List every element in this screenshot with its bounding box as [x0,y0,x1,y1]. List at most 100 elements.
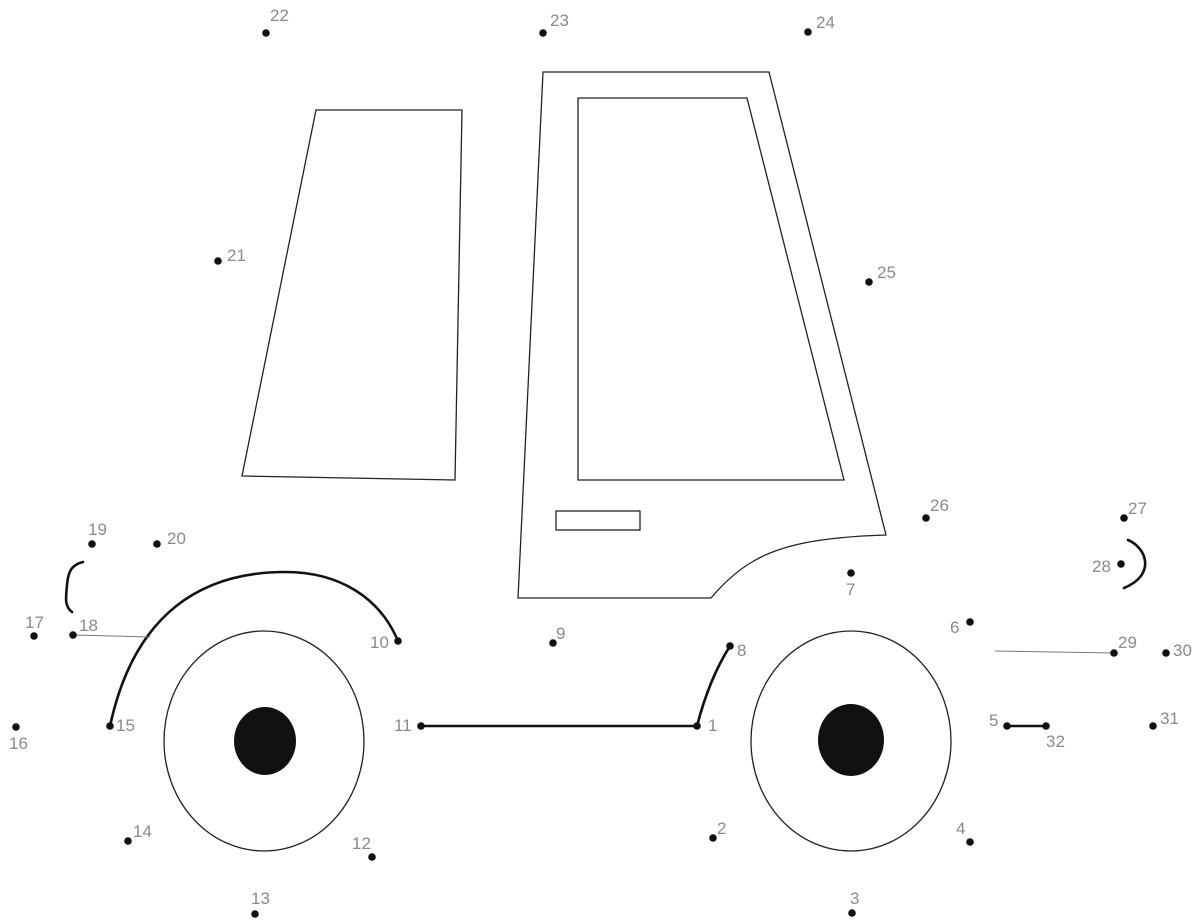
rear-window [241,109,463,481]
dot-number-label: 18 [79,616,98,635]
dot-3[interactable]: 3 [848,889,859,917]
dot-19[interactable]: 19 [88,520,107,548]
dot-number-label: 10 [370,633,389,652]
dot-30[interactable]: 30 [1162,641,1192,660]
dot-number-label: 9 [556,624,565,643]
dot-25[interactable]: 25 [865,263,896,286]
dot-marker[interactable] [30,632,38,640]
dot-number-label: 20 [167,529,186,548]
dot-number-label: 24 [816,13,835,32]
dot-number-label: 30 [1173,641,1192,660]
dot-10[interactable]: 10 [370,633,402,652]
dot-28[interactable]: 28 [1092,557,1125,576]
dot-26[interactable]: 26 [922,496,949,522]
dot-20[interactable]: 20 [153,529,186,548]
headlight-arc [1122,538,1147,590]
dot-5[interactable]: 5 [989,711,1011,730]
dot-number-label: 26 [930,496,949,515]
dot-24[interactable]: 24 [804,13,835,36]
dot-marker[interactable] [417,722,425,730]
dot-marker[interactable] [1117,560,1125,568]
dot-marker[interactable] [1149,722,1157,730]
dot-marker[interactable] [106,722,114,730]
dot-18[interactable]: 18 [69,616,98,639]
dot-marker[interactable] [804,28,812,36]
dot-marker[interactable] [1003,722,1011,730]
dot-marker[interactable] [966,618,974,626]
dot-number-label: 21 [227,246,246,265]
dot-number-label: 8 [737,641,746,660]
door-outline [517,71,887,599]
front-hubcap [818,704,884,776]
dot-marker[interactable] [709,834,717,842]
dot-number-label: 12 [352,834,371,853]
dot-number-label: 23 [550,11,569,30]
dot-marker[interactable] [1042,722,1050,730]
dot-31[interactable]: 31 [1149,709,1179,730]
dot-marker[interactable] [848,909,856,917]
dot-marker[interactable] [1162,649,1170,657]
dot-marker[interactable] [214,257,222,265]
dot-marker[interactable] [966,838,974,846]
dot-2[interactable]: 2 [709,819,726,842]
dot-7[interactable]: 7 [846,569,855,599]
dot-23[interactable]: 23 [539,11,569,37]
dot-9[interactable]: 9 [549,624,565,647]
dot-17[interactable]: 17 [25,613,44,640]
dot-11[interactable]: 11 [394,716,425,735]
dot-number-label: 3 [850,889,859,908]
dot-32[interactable]: 32 [1042,722,1065,751]
dot-number-label: 5 [989,711,998,730]
dot-15[interactable]: 15 [106,716,135,735]
dot-marker[interactable] [251,910,259,918]
dot-6[interactable]: 6 [950,618,974,637]
dot-marker[interactable] [124,837,132,845]
dot-marker[interactable] [88,540,96,548]
dot-number-label: 25 [877,263,896,282]
rear-wheel [163,630,365,852]
dot-marker[interactable] [12,723,20,731]
front-fender-arc [695,644,732,728]
dot-number-label: 14 [133,822,152,841]
dot-12[interactable]: 12 [352,834,376,861]
dot-1[interactable]: 1 [693,716,717,735]
dot-number-label: 17 [25,613,44,632]
door-window [577,97,845,481]
front-wheel [750,630,952,852]
dot-marker[interactable] [153,540,161,548]
dot-14[interactable]: 14 [124,822,152,845]
car-drawing [64,71,1147,852]
dot-8[interactable]: 8 [726,641,746,660]
door-handle [555,510,641,531]
dot-marker[interactable] [922,514,930,522]
dot-29[interactable]: 29 [1110,633,1137,657]
dot-marker[interactable] [368,853,376,861]
dot-marker[interactable] [69,631,77,639]
dot-27[interactable]: 27 [1120,499,1147,522]
dot-marker[interactable] [693,722,701,730]
dot-21[interactable]: 21 [214,246,246,265]
dot-22[interactable]: 22 [262,6,289,37]
dot-number-label: 29 [1118,633,1137,652]
dot-number-label: 15 [116,716,135,735]
dot-marker[interactable] [1110,649,1118,657]
dot-number-label: 32 [1046,732,1065,751]
dot-number-label: 16 [9,734,28,753]
dot-marker[interactable] [726,642,734,650]
dot-marker[interactable] [394,637,402,645]
dot-marker[interactable] [262,29,270,37]
dot-marker[interactable] [865,278,873,286]
dot-number-label: 28 [1092,557,1111,576]
dot-13[interactable]: 13 [251,889,270,918]
dot-4[interactable]: 4 [956,819,974,846]
dot-number-label: 1 [708,716,717,735]
dot-marker[interactable] [847,569,855,577]
dot-number-label: 2 [717,819,726,838]
dot-marker[interactable] [539,29,547,37]
rear-trim-line [72,634,151,638]
dot-marker[interactable] [1120,514,1128,522]
dot-number-label: 4 [956,819,965,838]
dot-marker[interactable] [549,639,557,647]
dot-16[interactable]: 16 [9,723,28,753]
